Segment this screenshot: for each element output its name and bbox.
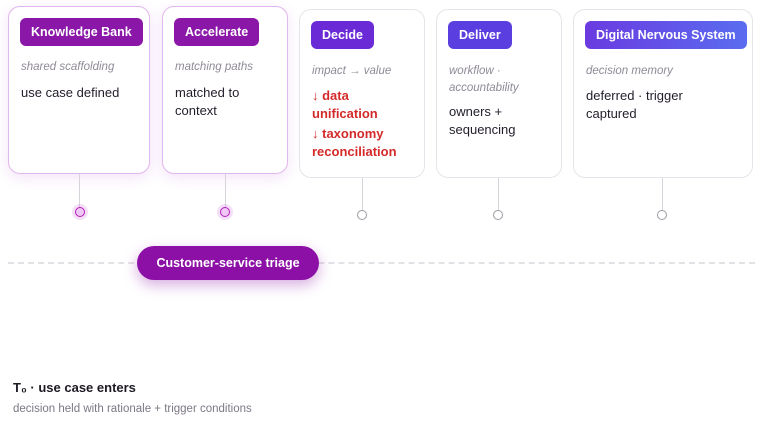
stage-body-line: sequencing [449, 122, 516, 137]
timeline-node-digital-nervous-system [657, 210, 667, 220]
risk-list: ↓ data unification ↓ taxonomy reconcilia… [312, 87, 397, 161]
timeline-node-knowledge-bank [75, 207, 85, 217]
stage-body-line: context [175, 103, 217, 118]
stage-card-deliver[interactable]: Deliver workflow · accountability owners… [436, 9, 562, 178]
stage-chip-decide: Decide [311, 21, 374, 49]
stage-chip-knowledge-bank: Knowledge Bank [20, 18, 143, 46]
stage-card-digital-nervous-system[interactable]: Digital Nervous System decision memory d… [573, 9, 753, 178]
risk-item: ↓ data unification [312, 87, 397, 123]
stage-body: deferred · trigger captured [586, 87, 683, 123]
connector-line [362, 178, 363, 210]
timeline-node-accelerate [220, 207, 230, 217]
timeline-node-deliver [493, 210, 503, 220]
stage-subtitle: shared scaffolding [21, 61, 115, 73]
stage-subtitle: impact → value [312, 65, 392, 77]
stage-card-knowledge-bank[interactable]: Knowledge Bank shared scaffolding use ca… [8, 6, 150, 174]
stage-chip-accelerate: Accelerate [174, 18, 260, 46]
stage-subtitle: matching paths [175, 61, 253, 73]
stage-body: matched to context [175, 84, 239, 120]
connector-line [225, 174, 226, 207]
stage-body-line: deferred · trigger [586, 88, 683, 103]
stage-body: owners + sequencing [449, 103, 516, 139]
use-case-pill[interactable]: Customer-service triage [137, 246, 319, 280]
stage-body-line: captured [586, 106, 637, 121]
risk-item-line: ↓ data [312, 88, 349, 103]
stage-body: use case defined [21, 85, 120, 100]
timeline-track [8, 262, 755, 264]
stage-card-accelerate[interactable]: Accelerate matching paths matched to con… [162, 6, 288, 174]
stage-body-line: matched to [175, 85, 240, 100]
stage-subtitle-line: workflow · [449, 65, 501, 77]
stage-chip-digital-nervous-system: Digital Nervous System [585, 21, 747, 49]
timeline-caption-title: T₀ · use case enters [13, 380, 136, 395]
stage-body-line: owners + [449, 104, 503, 119]
connector-line [662, 178, 663, 210]
connector-line [498, 178, 499, 210]
stage-chip-deliver: Deliver [448, 21, 512, 49]
risk-item-line: ↓ taxonomy [312, 126, 384, 141]
risk-item: ↓ taxonomy reconciliation [312, 125, 397, 161]
connector-line [79, 174, 80, 207]
stage-subtitle: decision memory [586, 65, 673, 77]
timeline-node-decide [357, 210, 367, 220]
stage-card-decide[interactable]: Decide impact → value ↓ data unification… [299, 9, 425, 178]
timeline-caption-subtitle: decision held with rationale + trigger c… [13, 403, 252, 415]
risk-item-line: unification [312, 106, 378, 121]
stage-subtitle: workflow · accountability [449, 63, 519, 97]
risk-item-line: reconciliation [312, 144, 397, 159]
stage-subtitle-line: accountability [449, 82, 519, 94]
